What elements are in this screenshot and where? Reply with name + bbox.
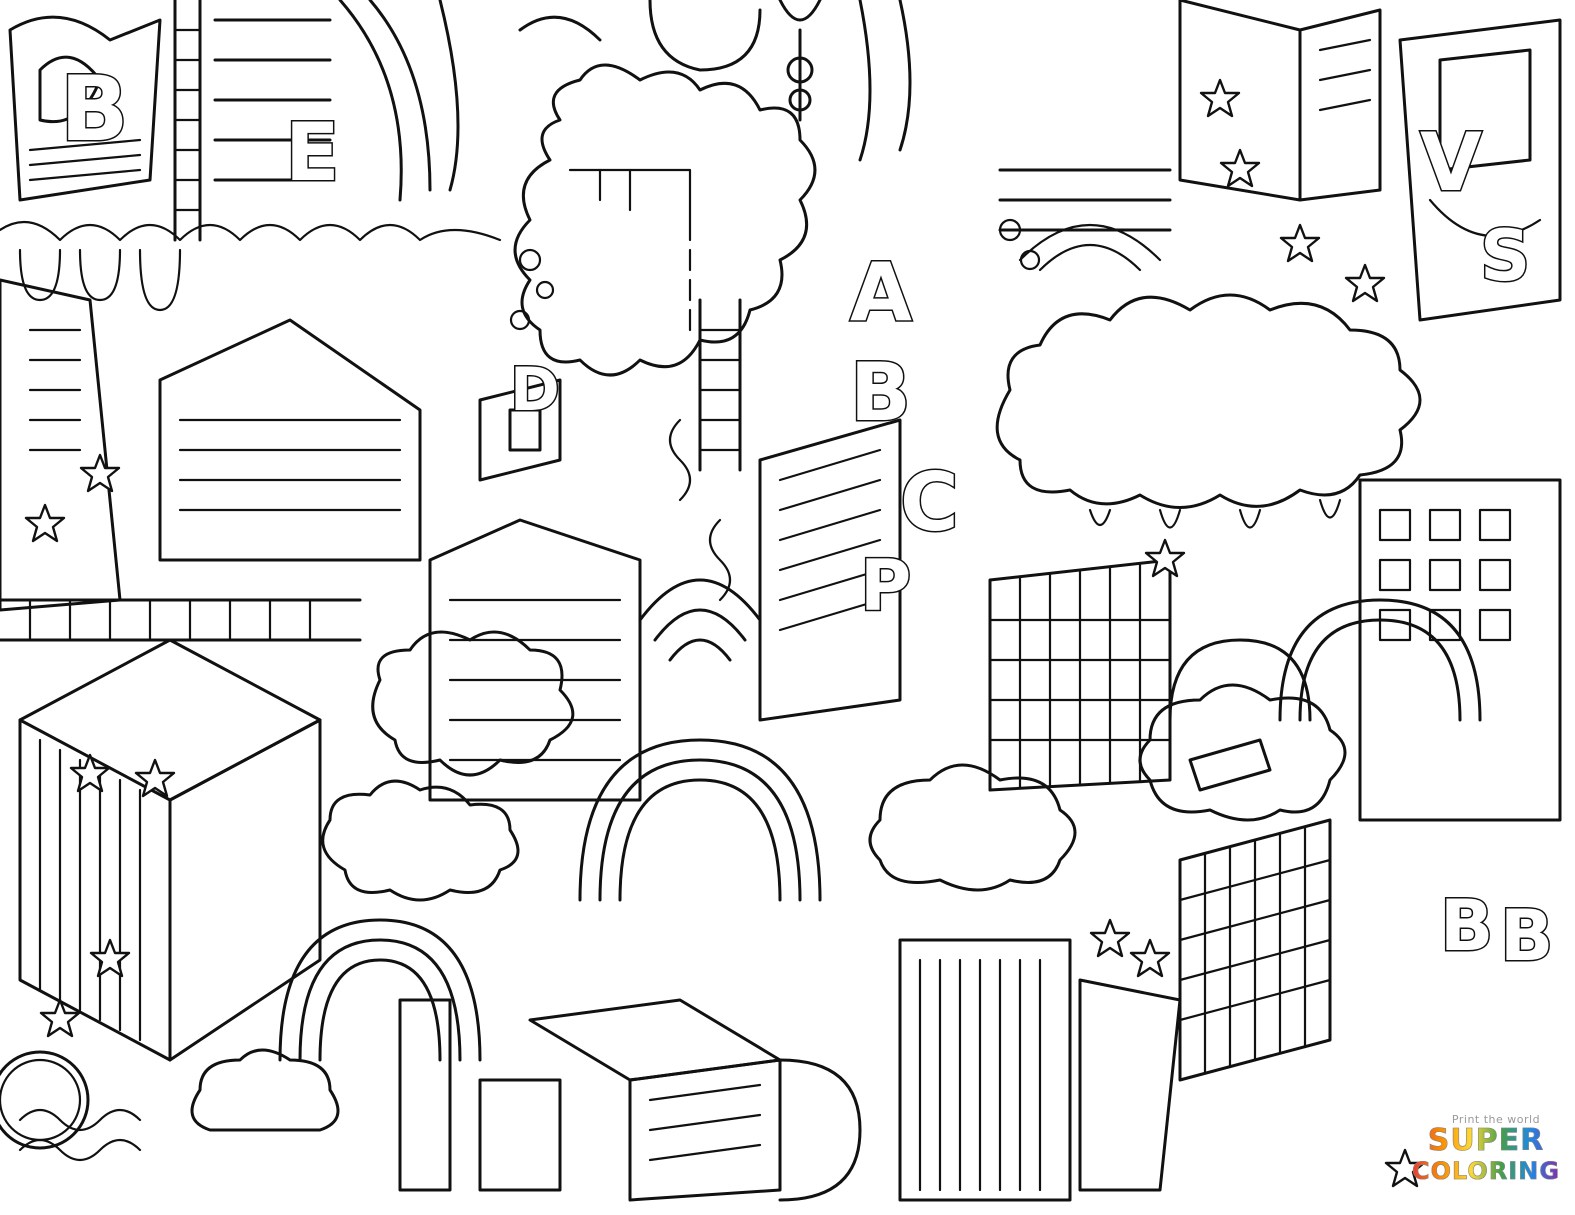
bottom-right-grid-buildings [898,478,1562,1202]
watermark-logo: Print the world SUPER COLORING [1411,1113,1561,1203]
doodle-letter: E [285,106,340,199]
star-icon [1129,938,1171,978]
star-icon [1384,1148,1426,1188]
left-midground-buildings [0,278,422,1062]
star-icon [1279,223,1321,263]
squiggles-and-bubbles [0,218,1041,1162]
doodle-letters: B E A B C P D S B B V [59,56,1555,979]
right-cloud [995,293,1422,529]
star-icon [1144,538,1186,578]
doodle-letter: B [60,57,129,162]
star-icon [89,938,131,978]
top-right-star-building [998,0,1562,322]
doodle-letter: S [1480,215,1530,297]
star-icon [1219,148,1261,188]
doodle-letter: B [850,346,911,439]
doodle-letter: P [860,545,911,627]
star-icon [1199,78,1241,118]
doodle-letter: D [510,355,560,425]
top-left-building-group [0,0,502,312]
doodle-letter: B [1440,885,1493,967]
stars [24,78,1426,1188]
star-icon [79,453,121,493]
star-icon [24,503,66,543]
central-cloud-tower [513,63,817,472]
top-center-arches [338,0,912,202]
star-icon [1089,918,1131,958]
doodle-letter: B [1500,895,1553,977]
lower-clouds [190,683,1347,1132]
doodle-letter: A [850,246,912,339]
watermark-coloring: COLORING [1411,1157,1561,1186]
doodle-letter: V [1420,116,1482,209]
center-buildings [371,378,902,802]
star-icon [39,998,81,1038]
star-icon [1344,263,1386,303]
doodle-letter: C [900,456,959,549]
watermark-super: SUPER [1411,1125,1561,1156]
watermark-tagline: Print the world [1451,1113,1541,1126]
star-icon [134,758,176,798]
bottom-blocky-letters [398,978,1182,1202]
bottom-rainbow-arcs [278,598,1482,1062]
star-icon [69,753,111,793]
